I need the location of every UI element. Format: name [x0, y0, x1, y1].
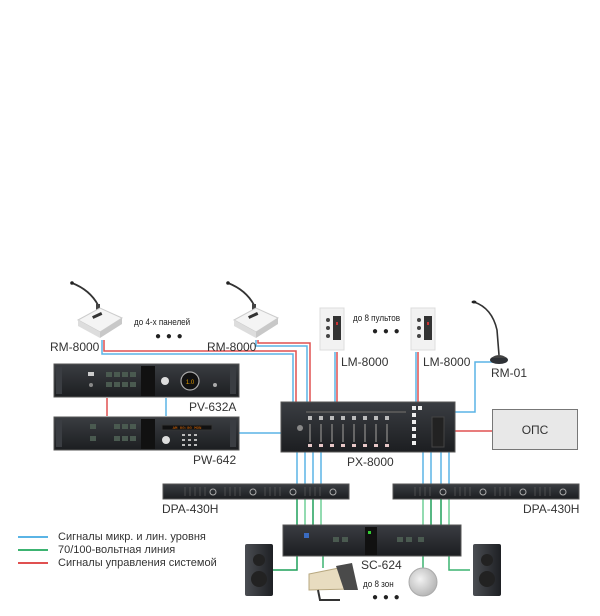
legend-label: Сигналы микр. и лин. уровня — [58, 530, 206, 543]
px8000-label: PX-8000 — [347, 455, 394, 469]
ops-box: ОПС — [492, 409, 578, 450]
legend: Сигналы микр. и лин. уровня 70/100-вольт… — [18, 530, 217, 569]
lm8000-left-label: LM-8000 — [341, 355, 389, 369]
line-speaker-left — [273, 556, 298, 571]
line-rm8000-left-control — [103, 340, 297, 402]
lm8000-right-device — [410, 307, 436, 351]
panels-ellipsis: ● ● ● — [155, 331, 184, 342]
line-rm8000-right-control — [257, 340, 311, 402]
legend-item-control: Сигналы управления системой — [18, 556, 217, 569]
pv632a-device: 1.0 — [53, 363, 240, 398]
pw642-label: PW-642 — [193, 453, 237, 467]
legend-swatch-control — [18, 561, 48, 564]
legend-swatch-signal — [18, 535, 48, 538]
lm8000-right-label: LM-8000 — [423, 355, 471, 369]
ceiling-speaker — [408, 567, 438, 597]
connection-lines — [101, 340, 495, 571]
lm8000-left-device — [319, 307, 345, 351]
rm8000-left-label: RM-8000 — [50, 340, 100, 354]
legend-item-signal: Сигналы микр. и лин. уровня — [18, 530, 217, 543]
panels-note: до 4-х панелей — [134, 317, 191, 328]
px8000-device — [280, 401, 456, 453]
consoles-note: до 8 пультов — [353, 313, 401, 324]
svg-text:AM 00:00 MON: AM 00:00 MON — [173, 427, 202, 431]
dpa430h-right-device — [392, 483, 580, 500]
line-speaker-right — [448, 556, 470, 571]
line-rm01-signal — [455, 361, 495, 413]
rm8000-right-device — [226, 281, 280, 338]
dpa430h-left-label: DPA-430H — [162, 502, 219, 516]
rm01-label: RM-01 — [491, 366, 528, 380]
legend-label: Сигналы управления системой — [58, 556, 217, 569]
dpa430h-left-device — [162, 483, 350, 500]
line-rm8000-right-signal — [255, 340, 308, 402]
rm01-device — [471, 300, 508, 364]
sc624-device — [282, 524, 462, 557]
zones-note: до 8 зон — [363, 579, 394, 590]
speaker-cabinet-right — [473, 544, 501, 596]
zones-ellipsis: ● ● ● — [372, 592, 401, 603]
line-rm8000-left-signal — [101, 340, 294, 402]
speaker-cabinet-left — [245, 544, 273, 596]
ops-label: ОПС — [521, 422, 549, 437]
rm8000-right-label: RM-8000 — [207, 340, 257, 354]
legend-swatch-speaker-line — [18, 548, 48, 551]
dpa430h-right-label: DPA-430H — [523, 502, 580, 516]
rm8000-left-device — [70, 281, 124, 338]
pv632a-label: PV-632A — [189, 400, 237, 414]
legend-label: 70/100-вольтная линия — [58, 543, 176, 556]
consoles-ellipsis: ● ● ● — [372, 326, 401, 337]
sc624-label: SC-624 — [361, 558, 402, 572]
horn-speaker — [308, 563, 358, 601]
legend-item-speaker-line: 70/100-вольтная линия — [18, 543, 217, 556]
pw642-device: AM 00:00 MON — [53, 416, 240, 451]
svg-text:1.0: 1.0 — [186, 380, 195, 386]
